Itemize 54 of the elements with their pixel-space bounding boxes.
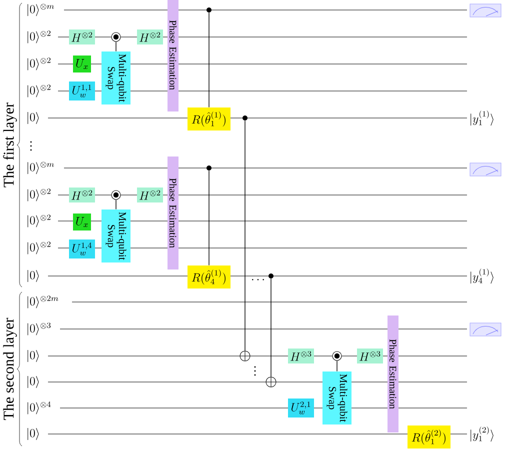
hadamard-gate: $H^{\otimes 2}$ (69, 30, 95, 44)
input-state: $|0\rangle$ (28, 428, 39, 440)
hadamard-gate: $H^{\otimes 2}$ (69, 188, 95, 202)
input-state: $|0\rangle$ (28, 376, 39, 388)
output-state: $|y_1^{(1)}\rangle$ (470, 110, 494, 126)
control-line (244, 120, 246, 352)
output-state: $|y_4^{(1)}\rangle$ (470, 268, 494, 284)
ellipsis: $\cdots$ (252, 279, 264, 280)
input-state: $|0\rangle^{\otimes 2}$ (28, 84, 50, 98)
target-circle (240, 350, 250, 362)
hadamard-gate: $H^{\otimes 2}$ (137, 188, 163, 202)
layer-label: The first layer (3, 102, 17, 188)
control-line (208, 170, 210, 266)
input-state: $|0\rangle^{\otimes 2}$ (28, 30, 50, 44)
input-state: $|0\rangle^{\otimes 2m}$ (28, 296, 58, 308)
phase-estimation-block: Phase Estimation (168, 156, 178, 270)
swap-gate: Multi-qubit Swap (322, 372, 352, 424)
phase-estimation-block: Phase Estimation (168, 0, 178, 112)
input-state: $|0\rangle^{\otimes m}$ (28, 4, 54, 16)
unitary-gate: $U_w^{1,1}$ (69, 82, 95, 100)
swap-gate: Multi-qubit Swap (102, 52, 130, 104)
target-circle (266, 376, 276, 388)
input-state: $|0\rangle^{\otimes 3}$ (28, 322, 51, 336)
hadamard-gate: $H^{\otimes 2}$ (137, 30, 163, 44)
rotation-gate: $R(\hat{\theta}_1^{(1)})$ (188, 108, 230, 130)
control-dot (111, 32, 121, 42)
control-dot (332, 351, 342, 361)
unitary-gate: $U_x$ (73, 214, 91, 230)
ellipsis: $\vdots$ (254, 366, 256, 376)
unitary-gate: $U_w^{2,1}$ (288, 398, 314, 418)
input-state: $|0\rangle$ (28, 350, 39, 362)
layer-label: The second layer (3, 318, 17, 420)
input-state: $|0\rangle^{\otimes 2}$ (28, 242, 50, 254)
input-state: $|0\rangle$ (28, 270, 39, 282)
input-state: $|0\rangle^{\otimes 2}$ (28, 214, 50, 228)
output-state: $|y_1^{(2)}\rangle$ (470, 426, 494, 442)
hadamard-gate: $H^{\otimes 3}$ (288, 348, 314, 364)
input-state: $|0\rangle^{\otimes 2}$ (28, 188, 50, 202)
swap-gate: Multi-qubit Swap (102, 210, 130, 262)
control-line (208, 12, 210, 108)
input-state: $|0\rangle$ (28, 112, 39, 124)
control-line (270, 278, 272, 378)
hadamard-gate: $H^{\otimes 3}$ (357, 348, 383, 364)
rotation-gate: $R(\hat{\theta}_4^{(1)})$ (188, 266, 230, 288)
control-dot (111, 190, 121, 200)
control-line (336, 360, 338, 372)
phase-estimation-block: Phase Estimation (388, 316, 398, 432)
input-state: $|0\rangle^{\otimes 4}$ (28, 402, 51, 414)
input-state: $|0\rangle^{\otimes m}$ (28, 162, 54, 174)
ellipsis: $\vdots$ (30, 141, 32, 151)
input-state: $|0\rangle^{\otimes 2}$ (28, 58, 50, 70)
unitary-gate: $U_x$ (73, 56, 91, 72)
unitary-gate: $U_w^{1,4}$ (69, 240, 95, 258)
rotation-gate: $R(\hat{\theta}_1^{(2)})$ (408, 426, 450, 448)
